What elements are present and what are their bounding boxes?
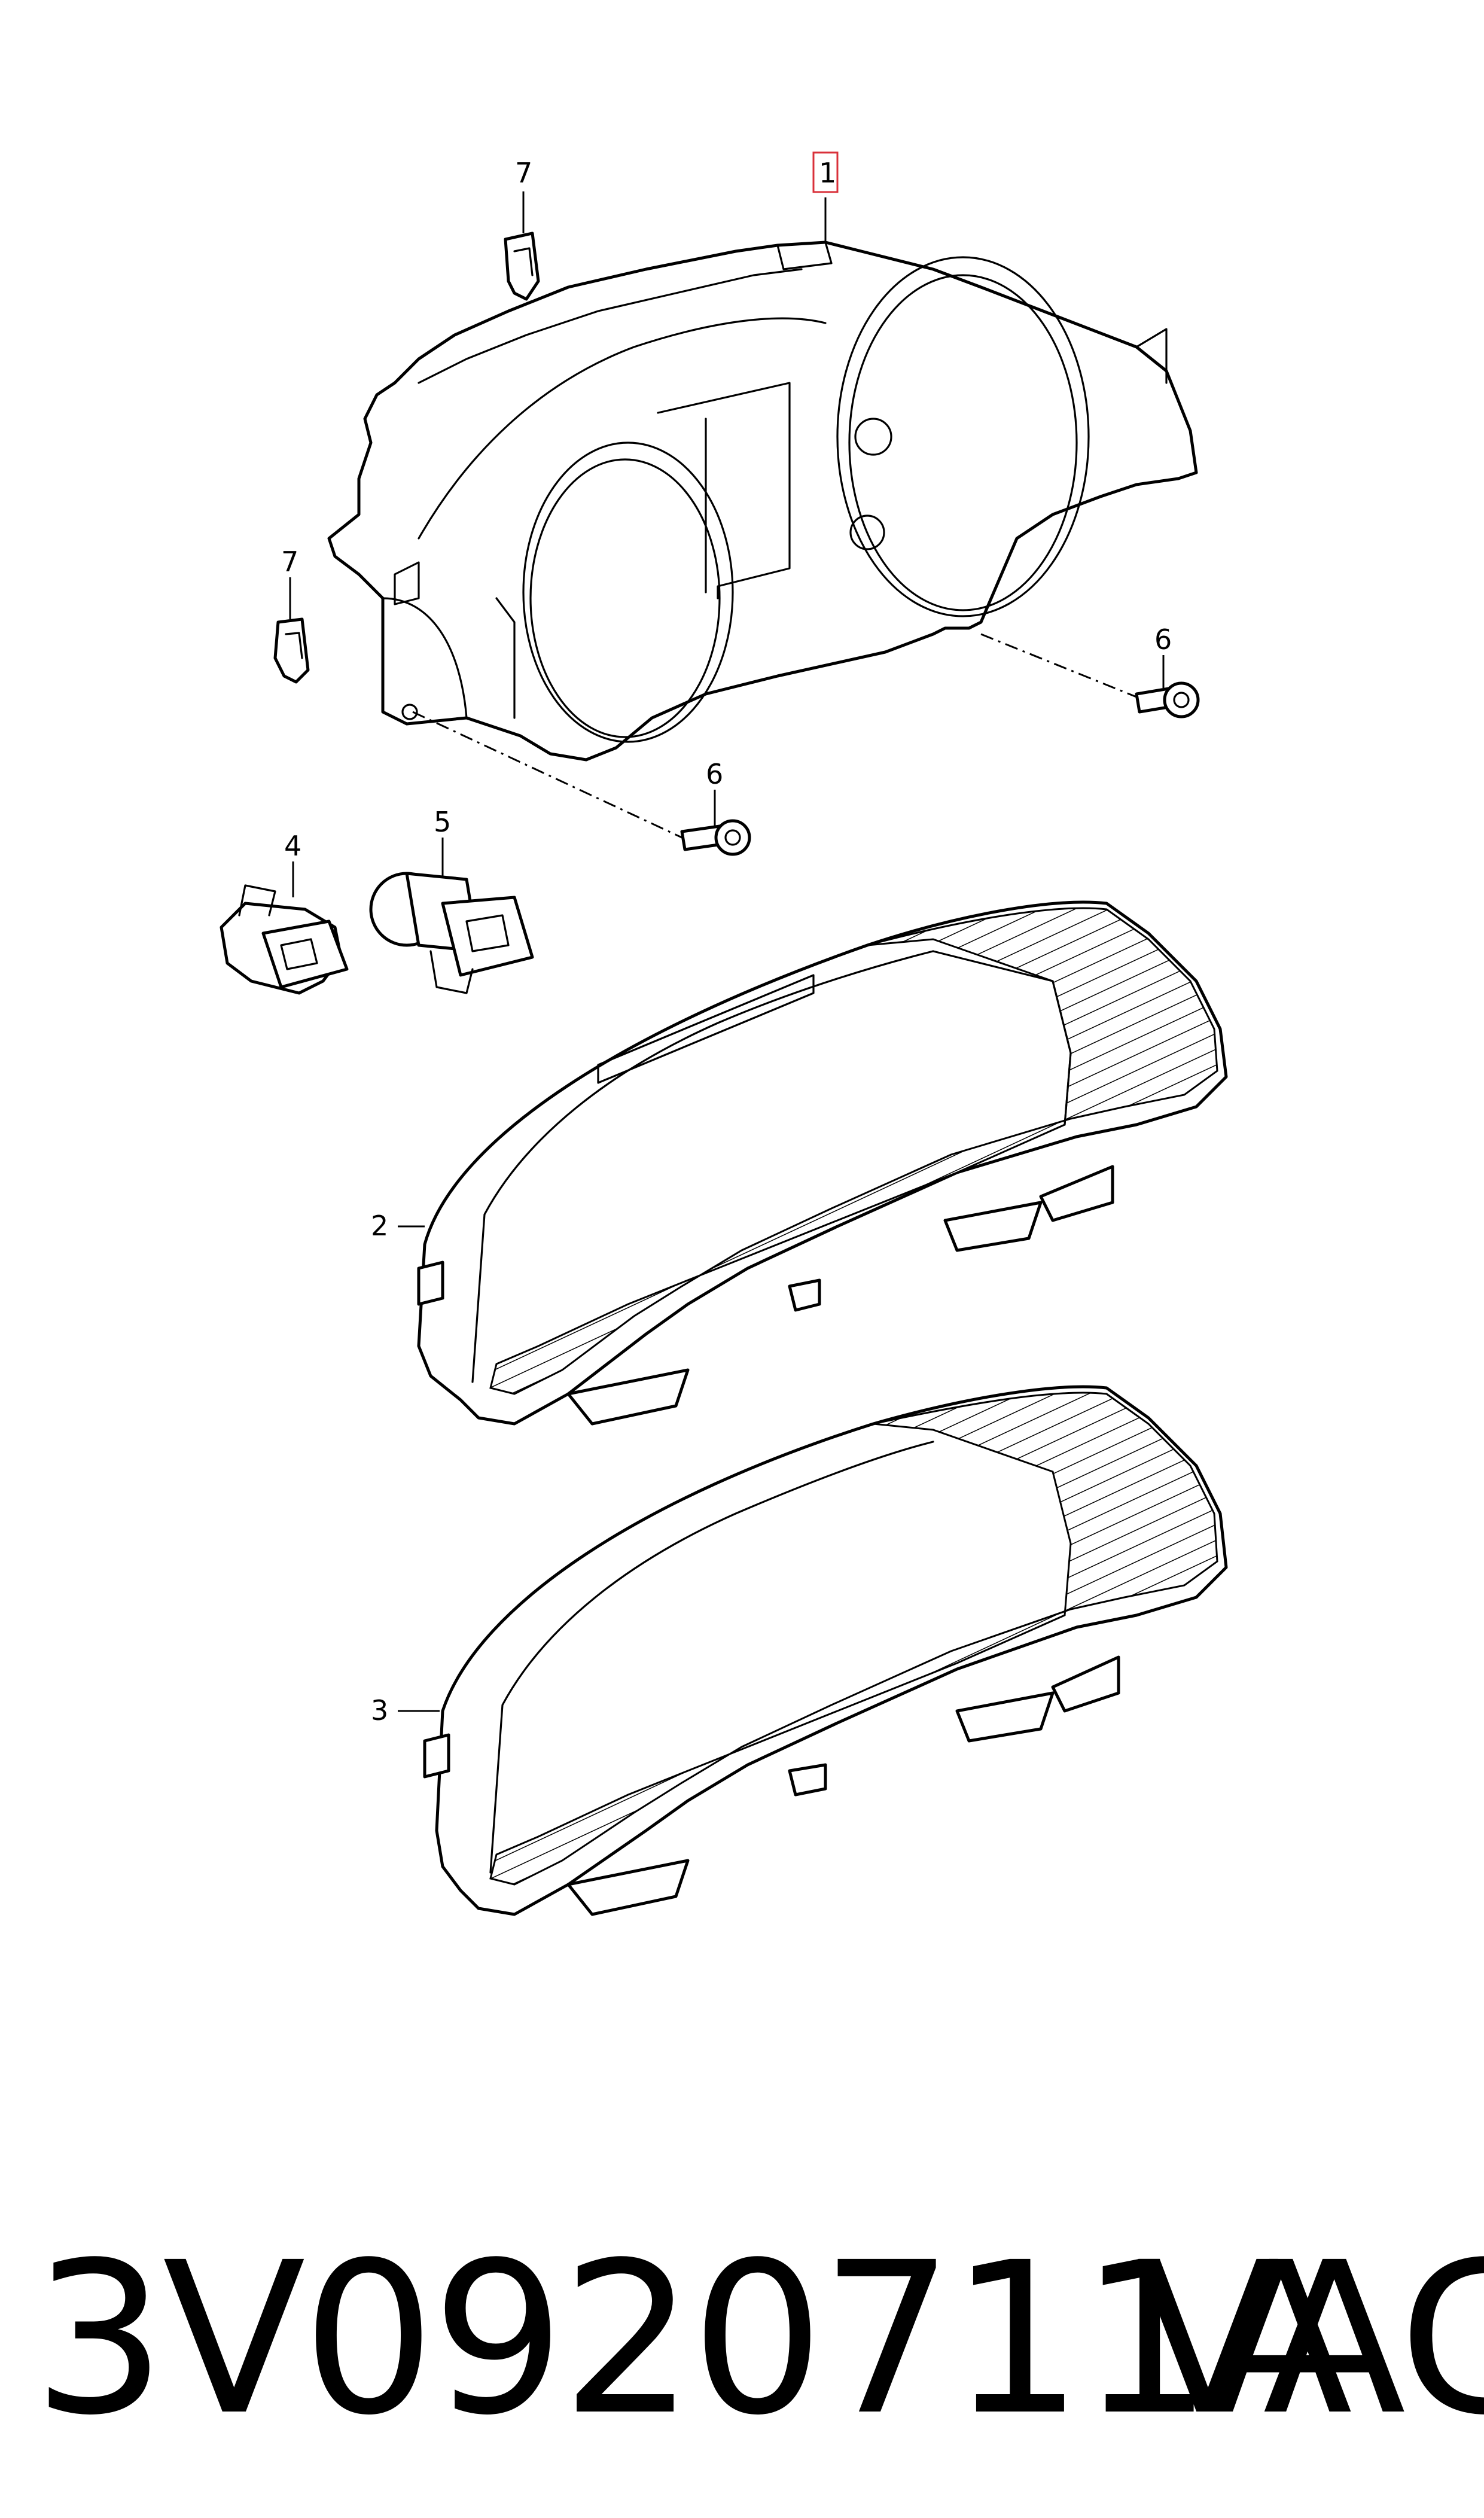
callout-6-lower: 6 <box>706 758 723 790</box>
exploded-parts-diagram: 1 7 7 6 6 4 5 2 3 <box>220 151 1228 1916</box>
part-number-caption: 3V0920711A <box>33 2217 1352 2461</box>
screw-6-upper <box>1135 681 1200 718</box>
clip-7-lower <box>273 617 310 684</box>
callout-7-upper: 7 <box>515 157 532 189</box>
display-frame-upper <box>417 900 1228 1426</box>
callout-7-lower: 7 <box>281 546 298 578</box>
callout-3: 3 <box>371 1694 388 1727</box>
instrument-cluster-housing <box>327 240 1198 762</box>
callout-2: 2 <box>371 1210 388 1242</box>
leader-lines <box>289 191 1165 1712</box>
centre-lines <box>412 633 1137 839</box>
callout-1-highlight <box>812 151 839 193</box>
callout-5: 5 <box>434 806 451 838</box>
display-frame-lower <box>423 1385 1228 1916</box>
callout-6-upper: 6 <box>1154 623 1172 656</box>
callout-1: 1 <box>819 157 836 189</box>
connector-part-5 <box>369 872 534 994</box>
clip-7-upper <box>504 232 540 301</box>
brand-caption: VAG <box>1136 2217 1484 2461</box>
callout-4: 4 <box>284 830 301 862</box>
screw-6-lower <box>680 819 751 856</box>
connector-part-4 <box>220 884 349 995</box>
